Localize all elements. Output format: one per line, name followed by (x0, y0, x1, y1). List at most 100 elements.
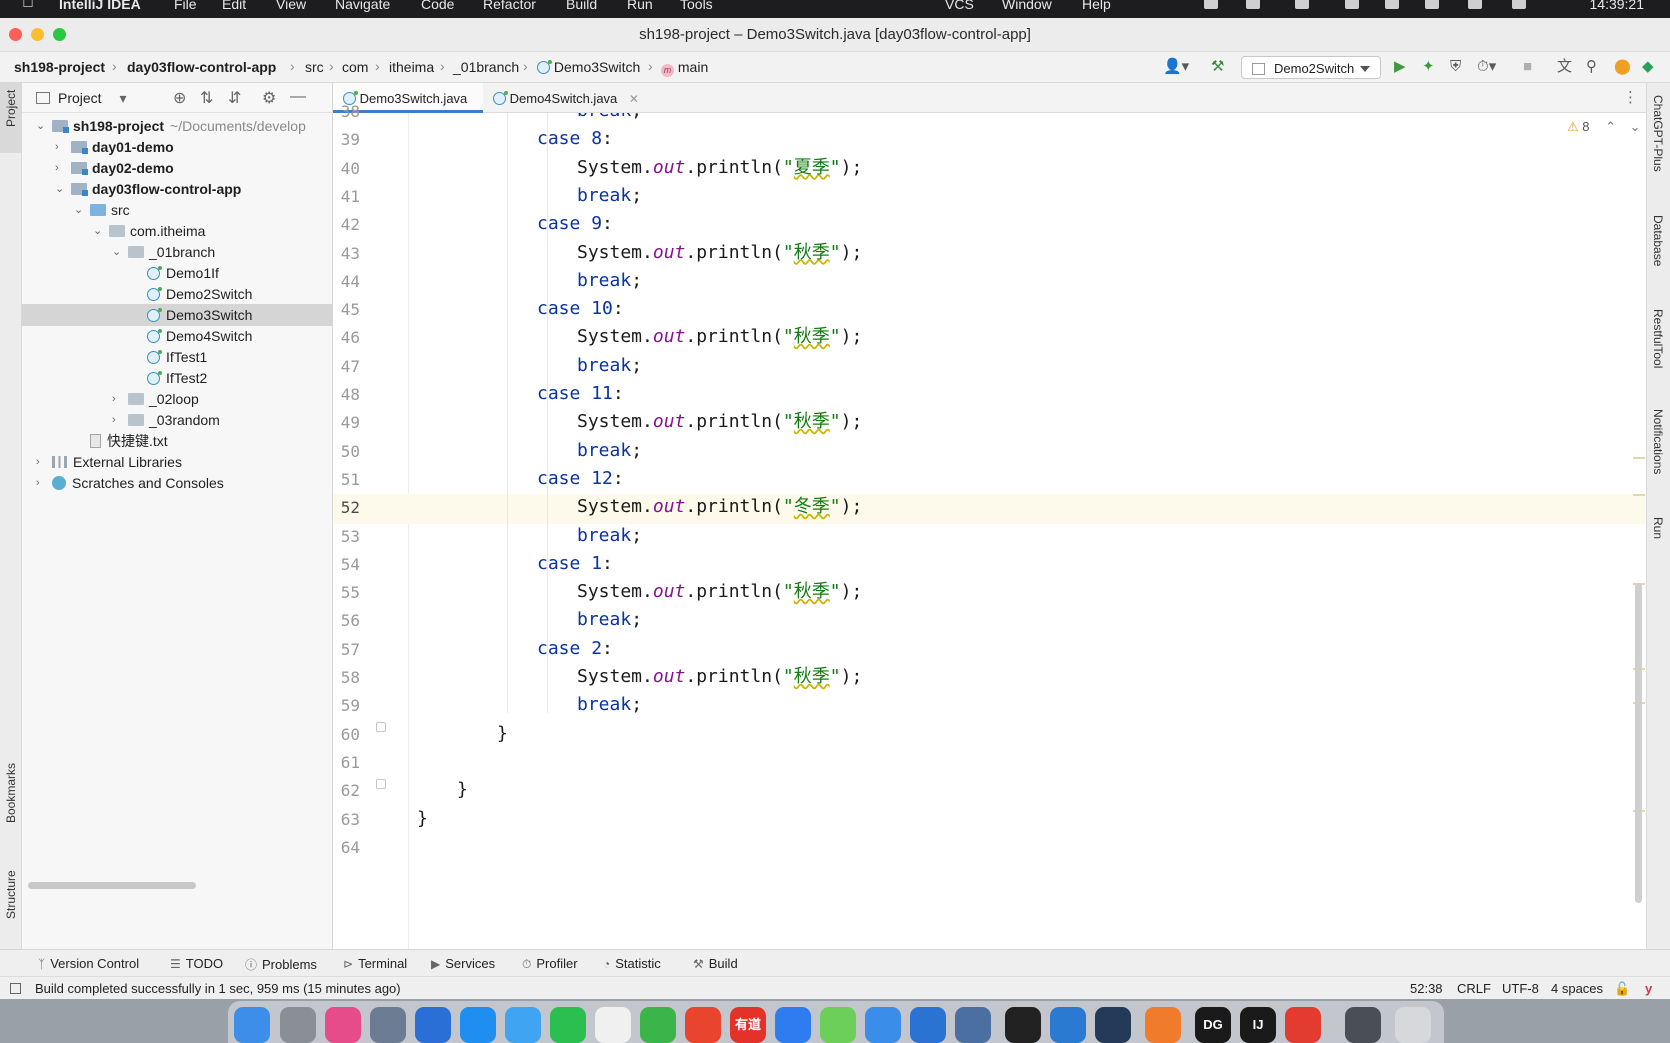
fold-marker-icon[interactable] (376, 779, 386, 789)
tray-icon[interactable] (1468, 0, 1482, 9)
wechat-icon[interactable] (550, 1007, 586, 1043)
menu-run[interactable]: Run (627, 0, 653, 12)
app-icon[interactable] (910, 1007, 946, 1043)
app-store-icon[interactable] (460, 1007, 496, 1043)
run-icon[interactable]: ▶ (1394, 58, 1406, 75)
tree-item[interactable]: ⌄src (22, 199, 333, 221)
breadcrumb-class[interactable]: Demo3Switch (537, 59, 640, 75)
jetbrains-logo-icon[interactable]: ◆ (1642, 58, 1654, 75)
tree-item[interactable]: ›_03random (22, 409, 333, 431)
breadcrumb-src[interactable]: src (305, 59, 324, 75)
tray-icon[interactable] (1295, 0, 1309, 9)
intellij-icon[interactable]: IJ (1240, 1007, 1276, 1043)
zoom-window-button[interactable] (53, 28, 66, 41)
status-message[interactable]: Build completed successfully in 1 sec, 9… (35, 981, 401, 996)
menu-navigate[interactable]: Navigate (335, 0, 391, 12)
tree-item[interactable]: ›_02loop (22, 388, 333, 410)
chevron-down-icon[interactable]: ⌄ (112, 246, 122, 258)
breadcrumb-method[interactable]: m main (661, 59, 708, 77)
chevron-right-icon[interactable]: › (112, 393, 116, 405)
menu-window[interactable]: Window (1002, 0, 1052, 12)
app-icon[interactable] (775, 1007, 811, 1043)
tree-item[interactable]: Demo1If (22, 262, 333, 284)
chevron-up-icon[interactable]: ⌃ (1605, 119, 1617, 134)
menu-tools[interactable]: Tools (680, 0, 713, 12)
app-icon[interactable] (1145, 1007, 1181, 1043)
tray-icon[interactable] (1425, 0, 1439, 9)
tree-item[interactable]: IfTest1 (22, 346, 333, 368)
vscode-icon[interactable] (1050, 1007, 1086, 1043)
run-tool-label[interactable]: Run (1651, 517, 1665, 540)
app-icon[interactable] (415, 1007, 451, 1043)
chevron-down-icon[interactable]: ⌄ (55, 183, 65, 195)
error-stripe-mark[interactable] (1633, 494, 1645, 496)
tree-item[interactable]: ⌄day03flow-control-app (22, 178, 333, 200)
stop-icon[interactable]: ■ (1523, 58, 1533, 75)
coverage-icon[interactable]: ⛨ (1450, 58, 1462, 75)
terminal-app-icon[interactable] (1005, 1007, 1041, 1043)
tree-item[interactable]: ⌄sh198-project~/Documents/develop (22, 115, 333, 137)
wps-icon[interactable] (1285, 1007, 1321, 1043)
chevron-right-icon[interactable]: › (36, 456, 40, 468)
gear-icon[interactable]: ⚙ (262, 90, 277, 107)
tree-item[interactable]: IfTest2 (22, 367, 333, 389)
line-separator[interactable]: CRLF (1457, 981, 1491, 996)
chevron-down-icon[interactable]: ⌄ (74, 204, 84, 216)
app-icon[interactable] (955, 1007, 991, 1043)
structure-tool-label[interactable]: Structure (4, 870, 18, 919)
minimize-window-button[interactable] (31, 28, 44, 41)
tab-demo4switch[interactable]: Demo4Switch.java ✕ (483, 83, 643, 113)
build-hammer-icon[interactable]: ⚒ (1211, 58, 1225, 75)
horizontal-scrollbar[interactable] (28, 882, 196, 889)
lock-icon[interactable]: 🔓 (1614, 981, 1631, 996)
tab-demo3switch[interactable]: Demo3Switch.java ✕ (333, 83, 483, 121)
chevron-right-icon[interactable]: › (55, 141, 59, 153)
datagrip-icon[interactable]: DG (1195, 1007, 1231, 1043)
tree-item[interactable]: 快捷键.txt (22, 430, 333, 452)
menu-app-name[interactable]: IntelliJ IDEA (59, 0, 141, 12)
expand-all-icon[interactable]: ⇅ (200, 90, 214, 107)
error-stripe-mark[interactable] (1633, 457, 1645, 459)
youdao-icon[interactable]: 有道 (730, 1007, 766, 1043)
toggle-tool-windows-icon[interactable] (10, 983, 21, 994)
fold-marker-icon[interactable] (376, 722, 386, 732)
menu-build[interactable]: Build (566, 0, 598, 12)
restful-tool-label[interactable]: RestfulTool (1651, 309, 1665, 369)
collapse-all-icon[interactable]: ⇵ (228, 90, 242, 107)
locate-file-icon[interactable]: ⊕ (173, 90, 187, 107)
debug-icon[interactable]: ✦ (1422, 58, 1435, 75)
breadcrumb-module[interactable]: day03flow-control-app (127, 59, 277, 75)
tool-services[interactable]: ▶Services (431, 956, 495, 971)
apple-logo-icon[interactable]:  (22, 0, 34, 12)
database-tool-label[interactable]: Database (1651, 215, 1665, 267)
chevron-right-icon[interactable]: › (36, 477, 40, 489)
tree-item[interactable]: Demo4Switch (22, 325, 333, 347)
plugin-icon[interactable]: y (1645, 981, 1653, 996)
tool-statistic[interactable]: ◔Statistic (603, 956, 661, 971)
app-icon[interactable] (595, 1007, 631, 1043)
inspection-widget[interactable]: ⚠ 8 ⌃ ⌄ (1567, 119, 1641, 135)
project-panel-title[interactable]: Project ▾ (58, 90, 127, 107)
tree-item[interactable]: ›External Libraries (22, 451, 333, 473)
run-configuration-select[interactable]: Demo2Switch (1241, 56, 1381, 79)
app-icon[interactable] (865, 1007, 901, 1043)
tree-item[interactable]: ⌄com.itheima (22, 220, 333, 242)
menu-edit[interactable]: Edit (222, 0, 247, 12)
tool-todo[interactable]: ☰TODO (170, 956, 223, 971)
close-window-button[interactable] (9, 28, 22, 41)
app-icon[interactable] (640, 1007, 676, 1043)
user-account-icon[interactable]: 👤▾ (1163, 58, 1190, 75)
more-tabs-icon[interactable]: ⋮ (1623, 89, 1638, 106)
caret-position[interactable]: 52:38 (1410, 981, 1443, 996)
tree-item[interactable]: Demo3Switch (22, 304, 333, 326)
bookmarks-tool-label[interactable]: Bookmarks (4, 762, 18, 823)
notifications-tool-label[interactable]: Notifications (1651, 409, 1665, 475)
tray-icon[interactable] (1204, 0, 1218, 9)
tree-item[interactable]: Demo2Switch (22, 283, 333, 305)
hide-panel-icon[interactable]: — (290, 88, 306, 105)
chatgpt-plus-tool-label[interactable]: ChatGPT-Plus (1651, 95, 1665, 172)
breadcrumb-package[interactable]: _01branch (453, 59, 520, 75)
chevron-down-icon[interactable]: ⌄ (93, 225, 103, 237)
chevron-right-icon[interactable]: › (55, 162, 59, 174)
